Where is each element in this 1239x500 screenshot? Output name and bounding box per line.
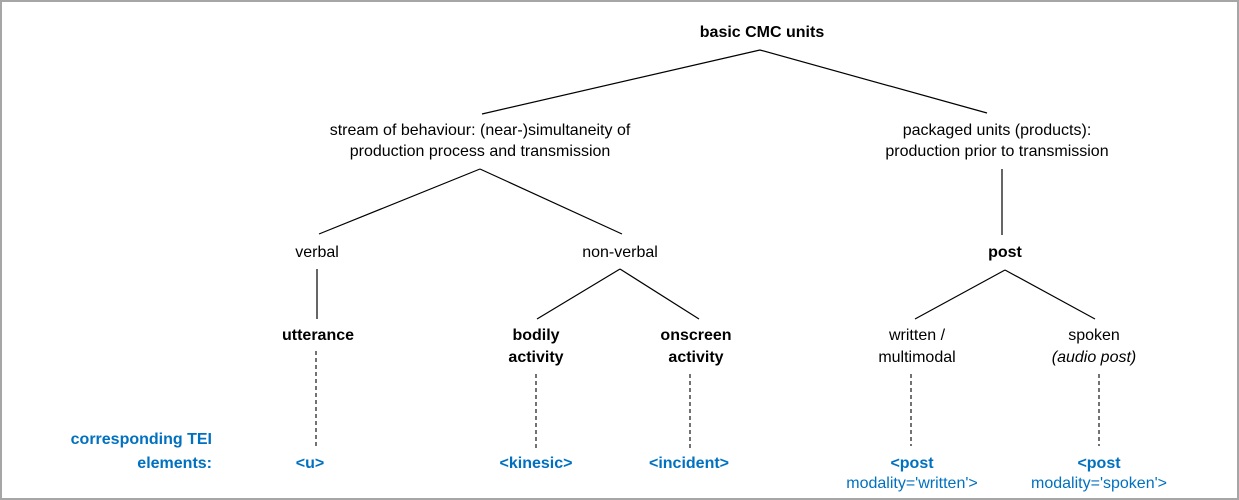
connector-root-to-packaged — [759, 49, 988, 114]
node-onscreen-line2: activity — [668, 349, 724, 366]
connector-root-to-stream — [481, 49, 761, 115]
tei-element-u: <u> — [295, 455, 325, 472]
connector-stream-to-verbal — [318, 168, 481, 235]
node-utterance: utterance — [281, 327, 355, 344]
node-spoken-audio-post: spoken (audio post) — [1052, 325, 1137, 369]
node-spoken-line2: (audio post) — [1051, 349, 1137, 366]
node-bodily-activity: bodily activity — [508, 325, 563, 369]
tei-post-written-line2: modality='written'> — [846, 475, 978, 492]
node-onscreen-activity: onscreen activity — [660, 325, 731, 369]
tei-post-written-line1: <post — [890, 455, 934, 472]
node-post: post — [988, 244, 1022, 261]
node-stream-line2: production process and transmission — [349, 143, 611, 160]
node-stream-of-behaviour: stream of behaviour: (near-)simultaneity… — [330, 120, 631, 162]
tei-caption: corresponding TEI elements: — [32, 428, 212, 476]
node-nonverbal: non-verbal — [582, 244, 658, 261]
node-basic-cmc-units: basic CMC units — [699, 24, 825, 41]
tei-post-spoken-line1: <post — [1077, 455, 1121, 472]
tei-caption-line1: corresponding TEI — [70, 431, 212, 448]
tei-element-incident: <incident> — [648, 455, 730, 472]
connector-post-to-written — [914, 269, 1006, 320]
tei-caption-line2: elements: — [137, 455, 212, 472]
node-verbal: verbal — [295, 244, 339, 261]
node-bodily-line1: bodily — [512, 327, 560, 344]
tei-element-post-written: <post modality='written'> — [846, 454, 978, 494]
node-spoken-line1: spoken — [1068, 327, 1120, 344]
connector-post-to-spoken — [1004, 269, 1096, 320]
tei-element-post-spoken: <post modality='spoken'> — [1031, 454, 1167, 494]
node-written-line1: written / — [888, 327, 946, 344]
node-written-multimodal: written / multimodal — [878, 325, 955, 369]
node-bodily-line2: activity — [508, 349, 564, 366]
node-packaged-units: packaged units (products): production pr… — [885, 120, 1108, 162]
node-packaged-line1: packaged units (products): — [902, 122, 1092, 139]
connector-nonverbal-to-onscreen — [619, 268, 700, 320]
tei-post-spoken-line2: modality='spoken'> — [1031, 475, 1167, 492]
node-onscreen-line1: onscreen — [660, 327, 732, 344]
connector-nonverbal-to-bodily — [536, 268, 621, 320]
node-stream-line1: stream of behaviour: (near-)simultaneity… — [329, 122, 631, 139]
tei-element-kinesic: <kinesic> — [499, 455, 573, 472]
connector-stream-to-nonverbal — [479, 168, 623, 235]
node-packaged-line2: production prior to transmission — [885, 143, 1109, 160]
node-written-line2: multimodal — [878, 349, 956, 366]
